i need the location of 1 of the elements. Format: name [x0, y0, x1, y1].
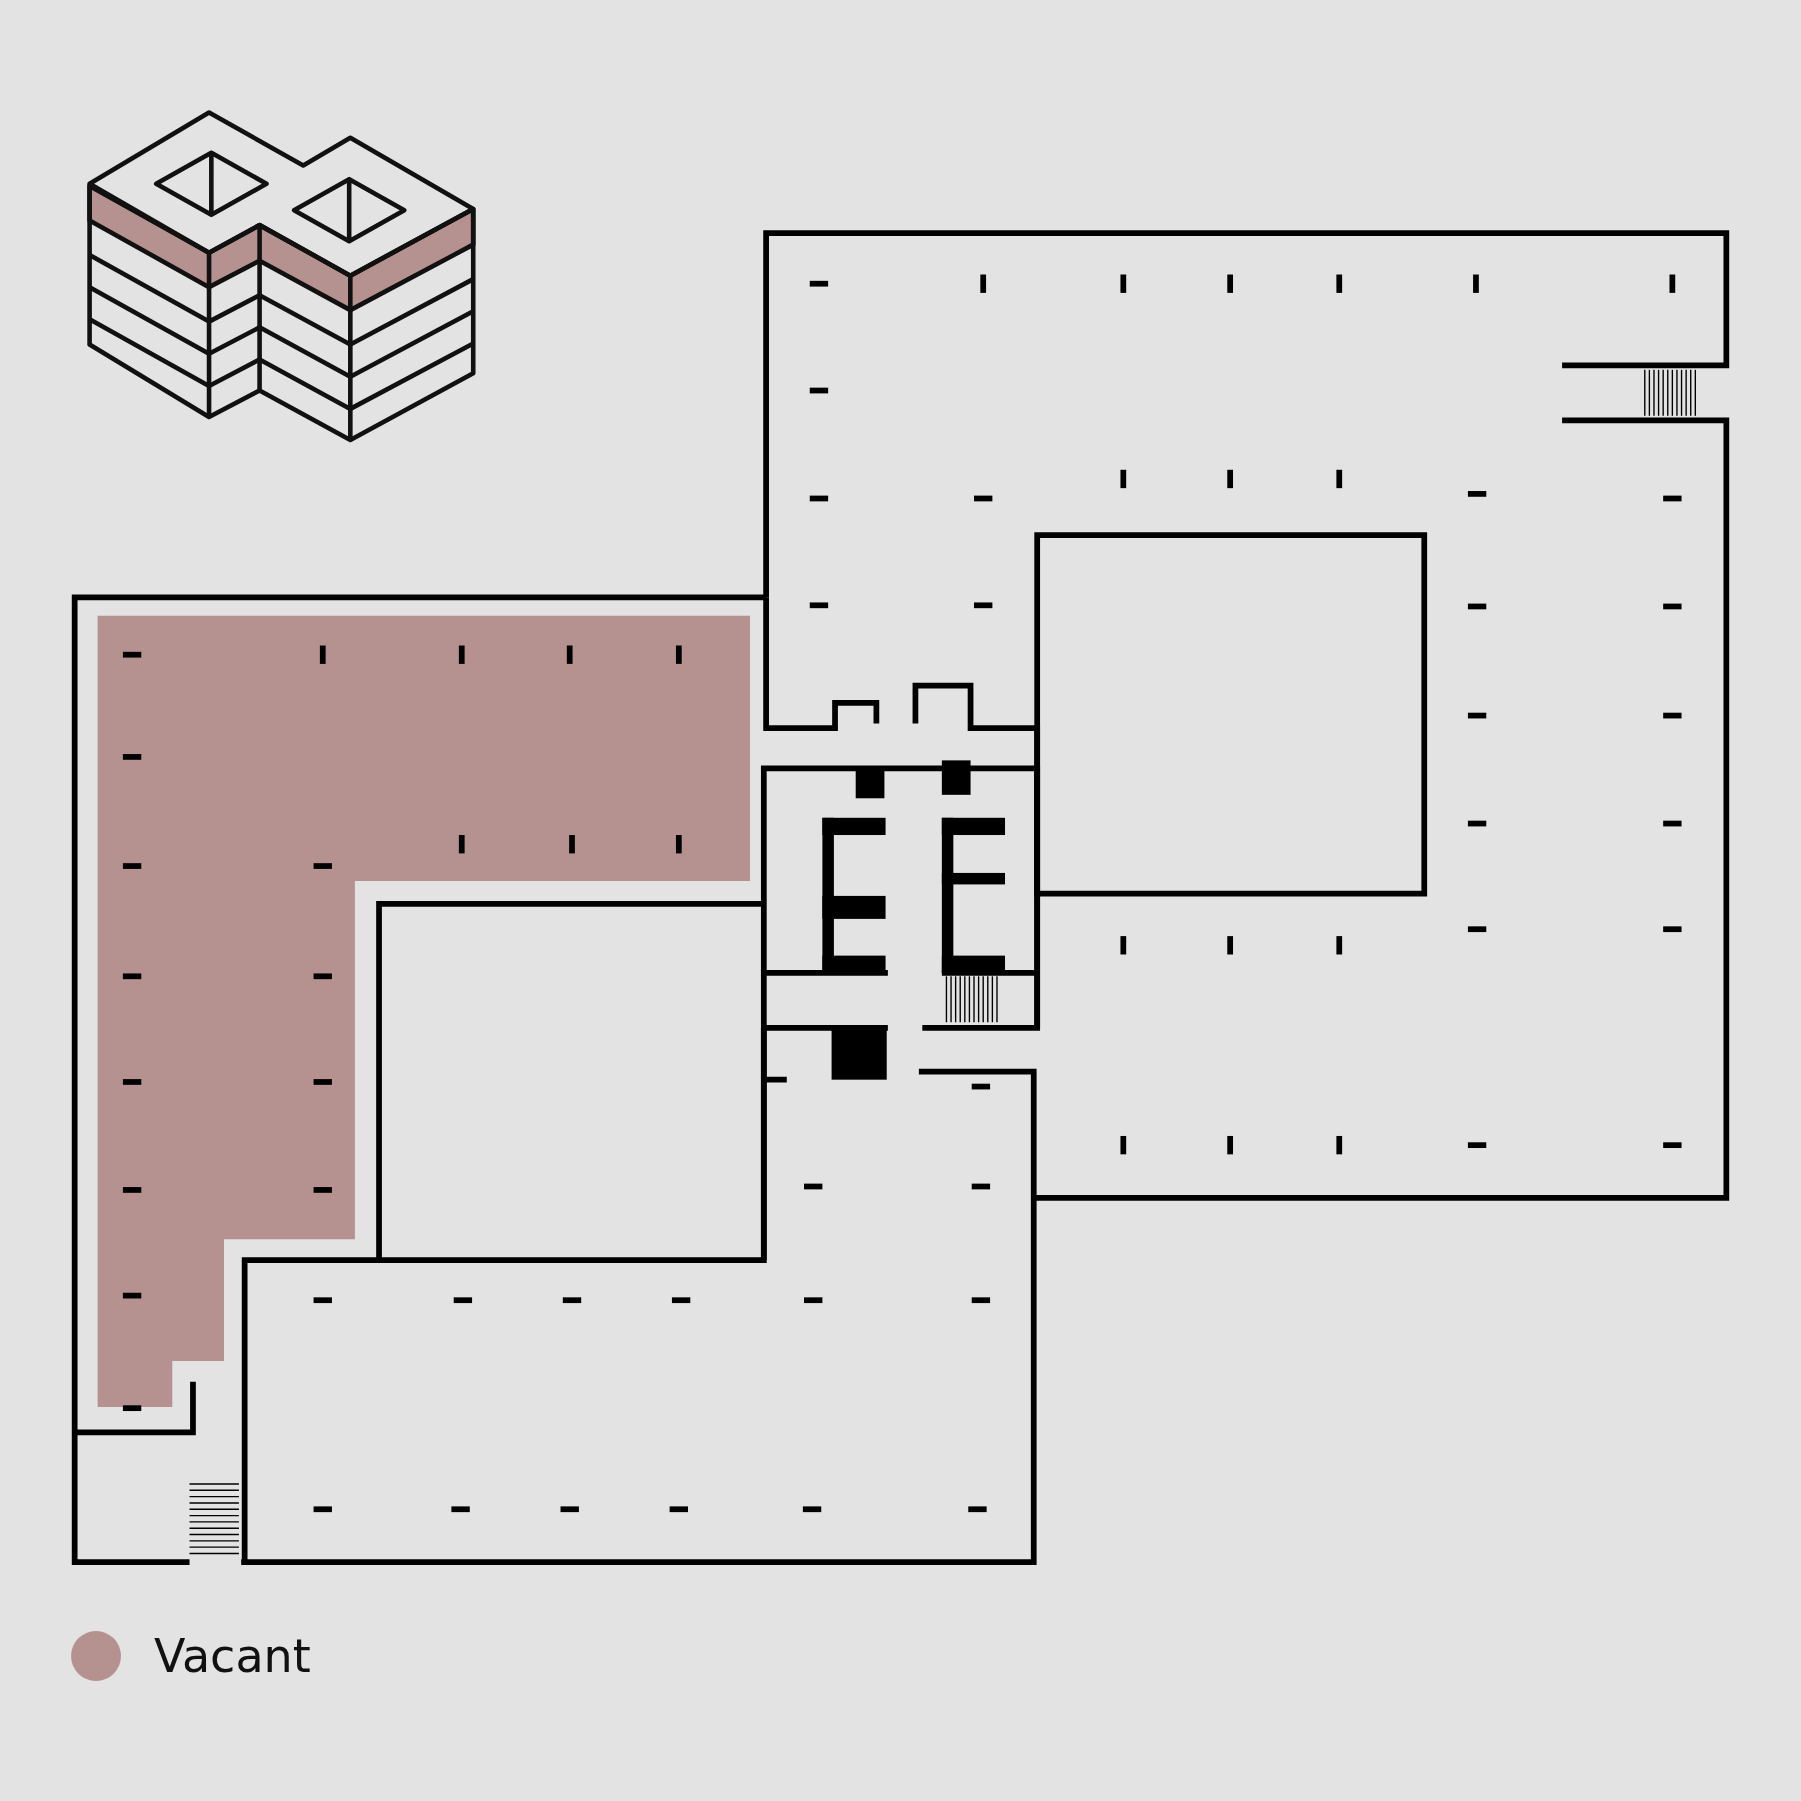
legend-label: Vacant [154, 1633, 311, 1679]
